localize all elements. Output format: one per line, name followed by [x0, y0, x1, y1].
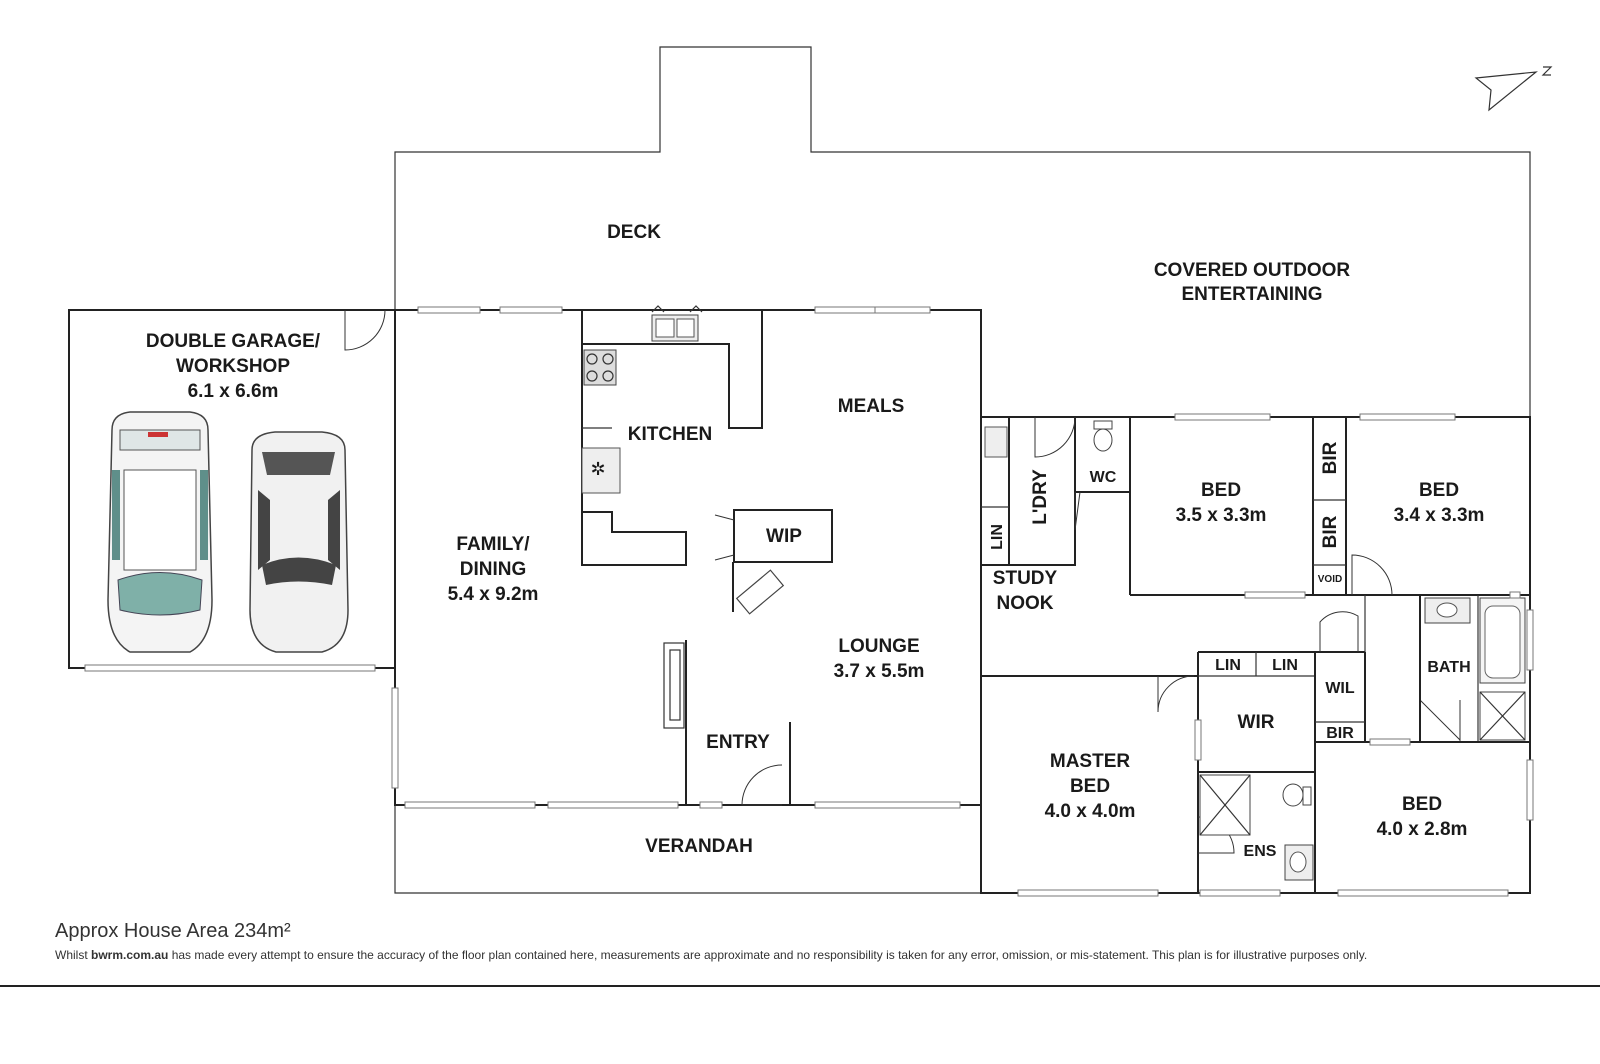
label-bed4: BED: [1402, 794, 1442, 815]
disclaimer-post: has made every attempt to ensure the acc…: [168, 948, 1368, 962]
label-deck: DECK: [607, 222, 661, 243]
label-garage-2: WORKSHOP: [176, 356, 290, 377]
toilet-icon: [1282, 783, 1312, 807]
house-area-text: Approx House Area 234m²: [55, 920, 291, 942]
label-bed3-dim: 3.4 x 3.3m: [1394, 505, 1485, 526]
sink-icon: [1424, 597, 1471, 624]
wip: [714, 509, 833, 615]
master-block: [980, 595, 1534, 897]
label-lounge-dim: 3.7 x 5.5m: [834, 661, 925, 682]
car-icon: [107, 411, 213, 653]
label-void: VOID: [1318, 574, 1342, 585]
label-study-2: NOOK: [997, 593, 1054, 614]
bath-area: [1419, 591, 1534, 743]
label-wil: WIL: [1325, 680, 1355, 697]
label-bed4-dim: 4.0 x 2.8m: [1377, 819, 1468, 840]
label-master-1: MASTER: [1050, 751, 1131, 772]
kitchen: ✲: [581, 305, 763, 566]
label-bed2: BED: [1201, 480, 1241, 501]
label-family-1: FAMILY/: [456, 534, 530, 555]
shower-icon: [1479, 691, 1526, 741]
label-ens: ENS: [1244, 843, 1277, 860]
label-covered-outdoor-1: COVERED OUTDOOR: [1154, 260, 1351, 281]
north-arrow-icon: [1474, 66, 1553, 112]
disclaimer-brand: bwrm.com.au: [91, 948, 169, 962]
label-lin-1: LIN: [1215, 657, 1241, 674]
footer-divider: [0, 985, 1600, 987]
garage-door-swing: [344, 309, 386, 351]
sink-icon: [651, 314, 699, 342]
label-laundry: L'DRY: [1030, 469, 1051, 525]
label-garage-dim: 6.1 x 6.6m: [188, 381, 279, 402]
label-bed2-dim: 3.5 x 3.3m: [1176, 505, 1267, 526]
bathtub-icon: [1479, 597, 1526, 684]
disclaimer-text: Whilst bwrm.com.au has made every attemp…: [55, 948, 1367, 962]
label-bir-mid: BIR: [1320, 515, 1341, 548]
label-master-dim: 4.0 x 4.0m: [1045, 801, 1136, 822]
label-lounge: LOUNGE: [838, 636, 919, 657]
room-labels: DECK COVERED OUTDOOR ENTERTAINING DOUBLE…: [146, 222, 1485, 860]
toilet-icon: [1093, 420, 1113, 452]
label-covered-outdoor-2: ENTERTAINING: [1181, 284, 1322, 305]
sink-icon: [984, 426, 1008, 458]
bedrooms-top: [1130, 413, 1531, 599]
disclaimer-pre: Whilst: [55, 948, 91, 962]
label-lin-laundry: LIN: [989, 524, 1006, 550]
label-meals: MEALS: [838, 396, 905, 417]
car-icon: [249, 431, 349, 653]
svg-text:✲: ✲: [590, 459, 605, 479]
label-family-dim: 5.4 x 9.2m: [448, 584, 539, 605]
label-family-2: DINING: [460, 559, 527, 580]
label-wip: WIP: [766, 526, 802, 547]
label-bed3: BED: [1419, 480, 1459, 501]
label-kitchen: KITCHEN: [628, 424, 712, 445]
cooktop-icon: [583, 349, 617, 386]
label-verandah: VERANDAH: [645, 836, 753, 857]
label-bir-low: BIR: [1326, 725, 1354, 742]
label-entry: ENTRY: [706, 732, 770, 753]
label-wir: WIR: [1238, 712, 1275, 733]
label-garage-1: DOUBLE GARAGE/: [146, 331, 321, 352]
label-study-1: STUDY: [993, 568, 1058, 589]
label-master-2: BED: [1070, 776, 1110, 797]
laundry-block: [980, 416, 1131, 595]
label-lin-2: LIN: [1272, 657, 1298, 674]
label-bir-top: BIR: [1320, 441, 1341, 474]
label-bath: BATH: [1427, 659, 1470, 676]
label-wc: WC: [1090, 469, 1117, 486]
outdoor-outline: [394, 46, 1531, 894]
sink-icon: [1284, 844, 1314, 881]
